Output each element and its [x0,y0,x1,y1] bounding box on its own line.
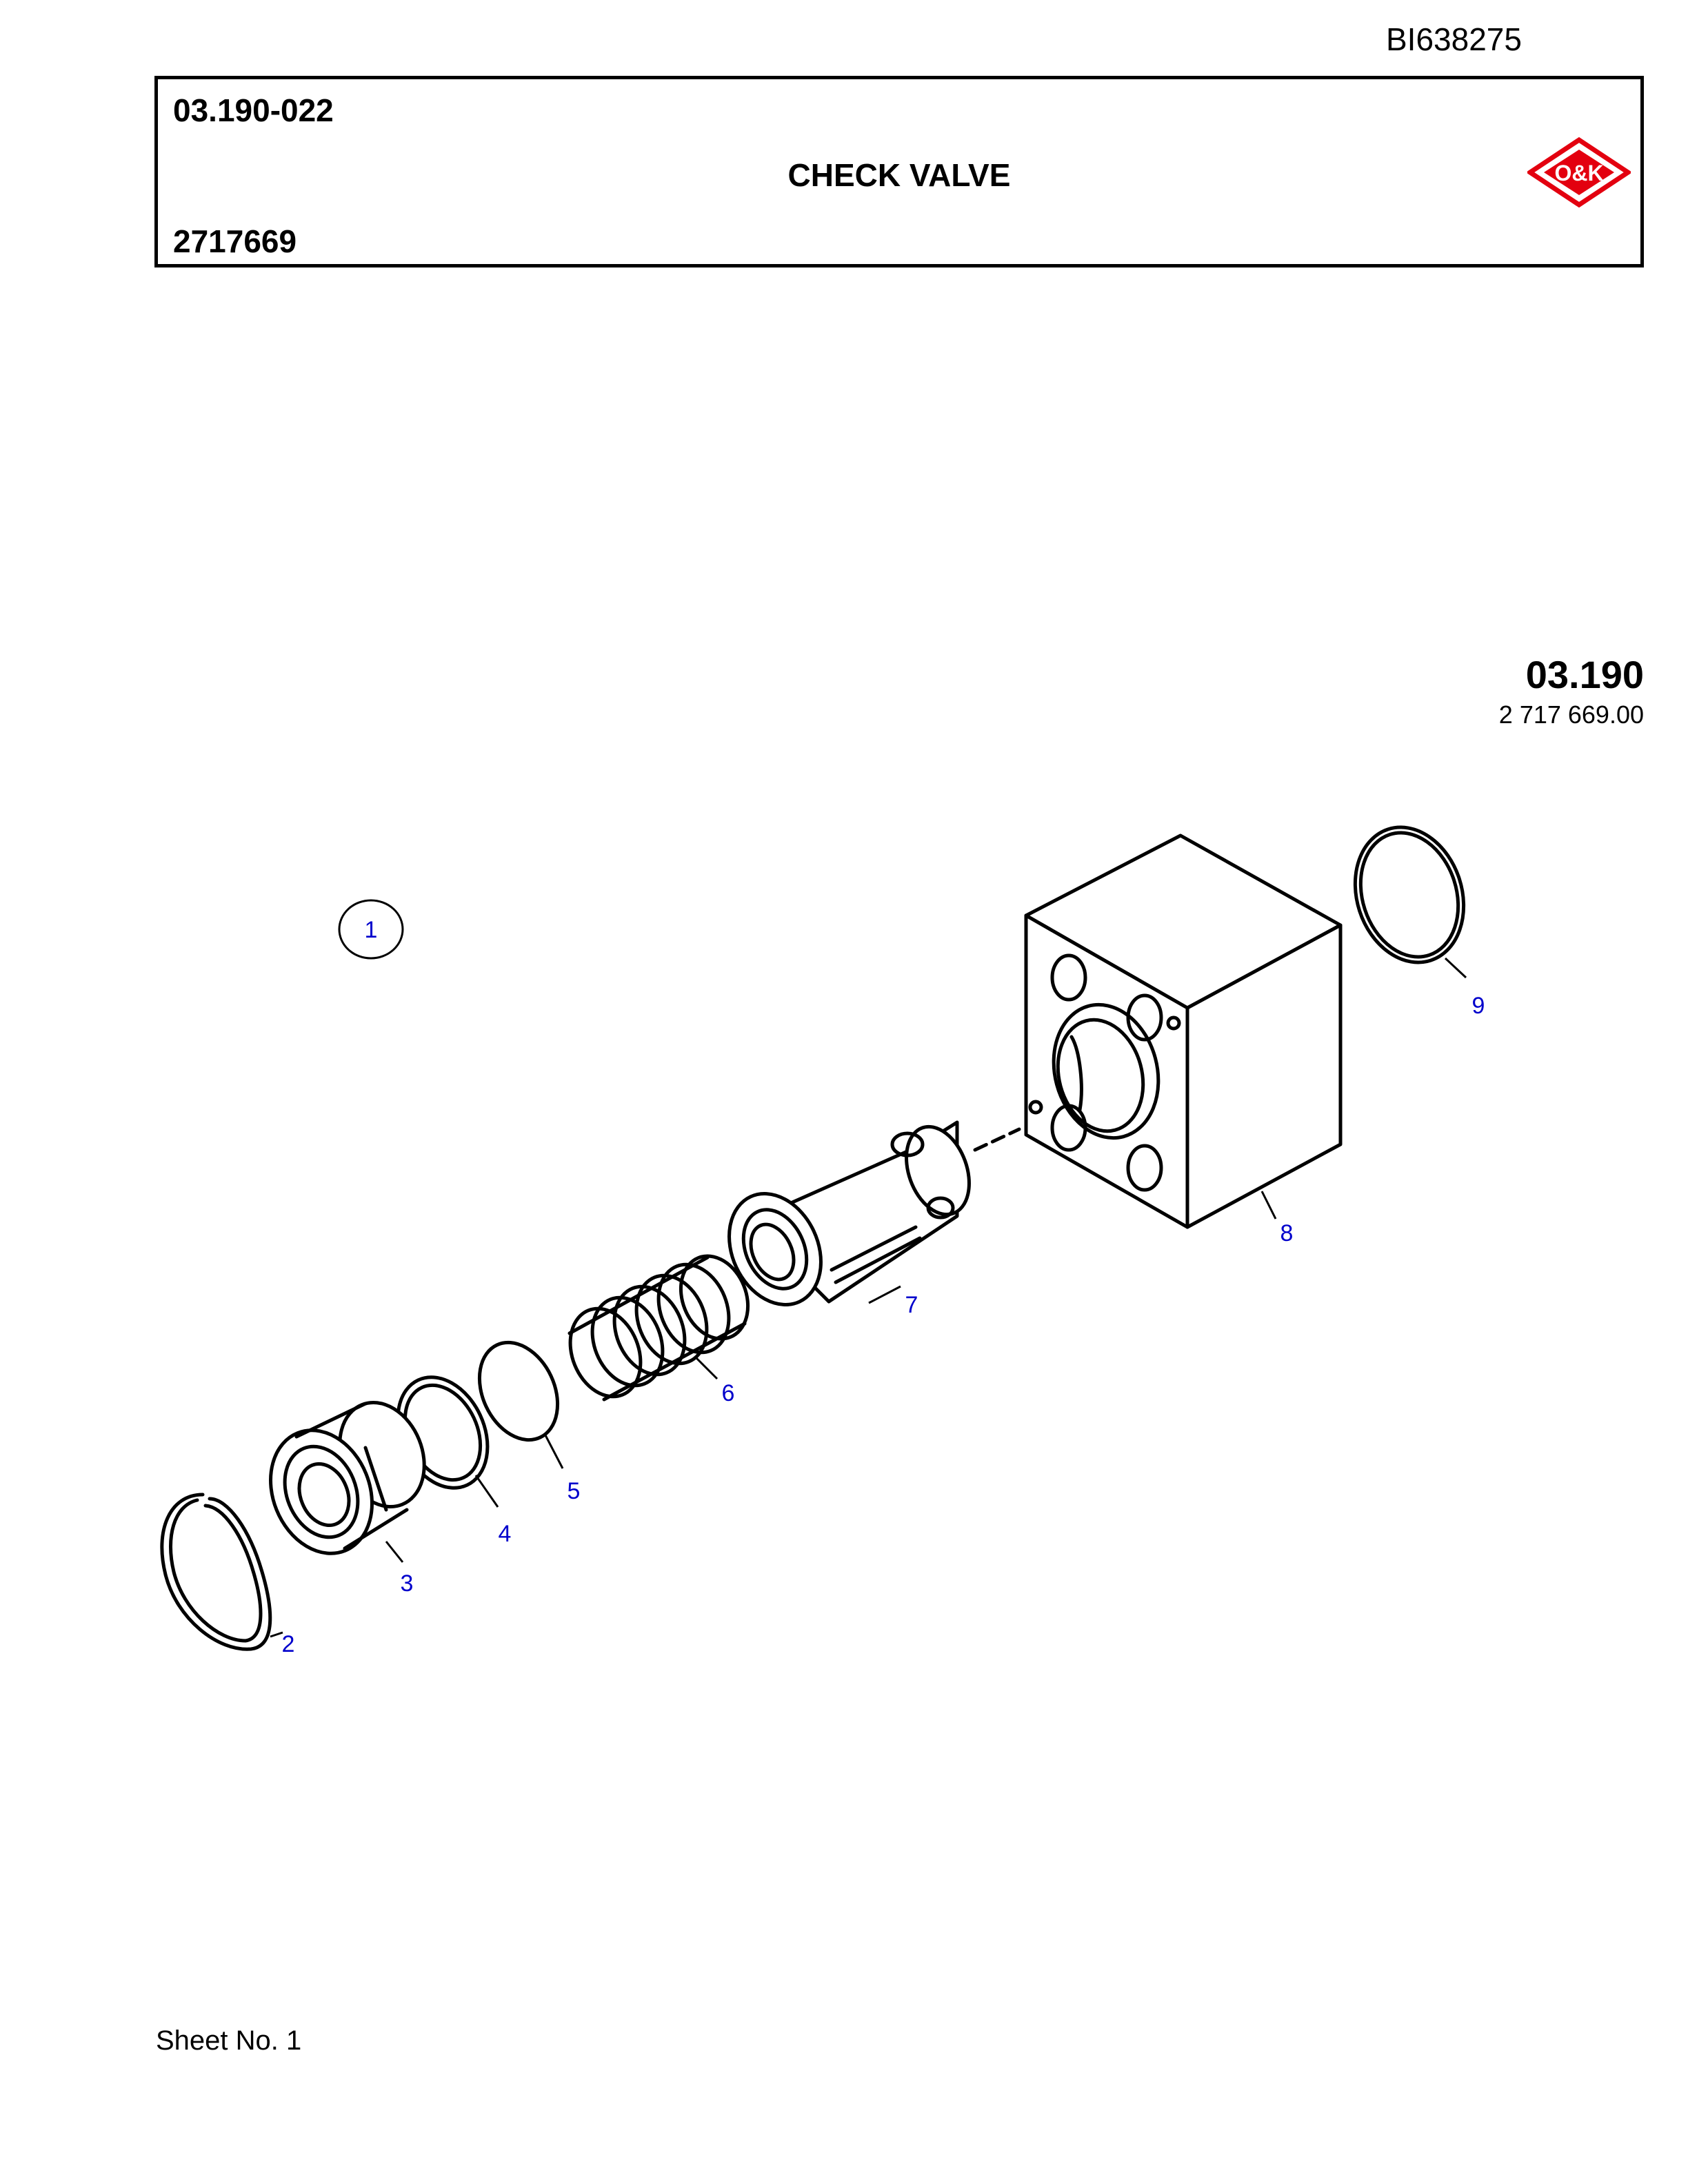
valve-housing-block [1024,833,1343,1229]
leader-line-5 [543,1433,564,1469]
callout-1: 1 [365,917,378,943]
logo-text: O&K [1554,161,1603,185]
exploded-view-drawing: 1 2 3 4 5 6 7 8 9 [160,825,1485,1657]
callout-4: 4 [499,1521,512,1547]
sheet-value: 1 [286,2025,302,2056]
leader-line-6 [695,1357,719,1380]
callout-6: 6 [722,1380,735,1406]
ok-logo: O&K [1527,137,1631,208]
section-code: 03.190-022 [173,92,334,128]
callout-8: 8 [1280,1220,1294,1246]
valve-spool [727,1120,971,1307]
title-block: 03.190-022 CHECK VALVE 2717669 O&K [154,76,1644,267]
callout-circle-1 [338,899,404,960]
leader-line-8 [1260,1191,1277,1220]
leader-line-7 [868,1285,901,1304]
callout-9: 9 [1472,993,1485,1019]
callout-2: 2 [282,1631,295,1657]
sheet-number: Sheet No. 1 [156,2025,301,2056]
snap-ring [160,1493,272,1651]
callout-7: 7 [905,1292,918,1318]
leader-line-4 [474,1475,499,1508]
leader-line-2 [270,1631,283,1638]
group-code: 03.190 [1525,653,1644,696]
callout-3: 3 [401,1570,414,1597]
group-part-number: 2 717 669.00 [1498,700,1644,729]
page-title: CHECK VALVE [787,157,1011,193]
valve-seat-bushing [269,1400,426,1555]
compression-spring [567,1254,750,1402]
leader-line-3 [385,1541,404,1563]
callout-5: 5 [567,1478,581,1504]
document-id: BI638275 [1386,21,1522,57]
o-ring-small [477,1340,560,1442]
part-number: 2717669 [173,223,297,259]
sheet-label: Sheet No. [156,2025,279,2056]
o-ring-large [1353,825,1466,964]
leader-line-9 [1444,957,1467,979]
